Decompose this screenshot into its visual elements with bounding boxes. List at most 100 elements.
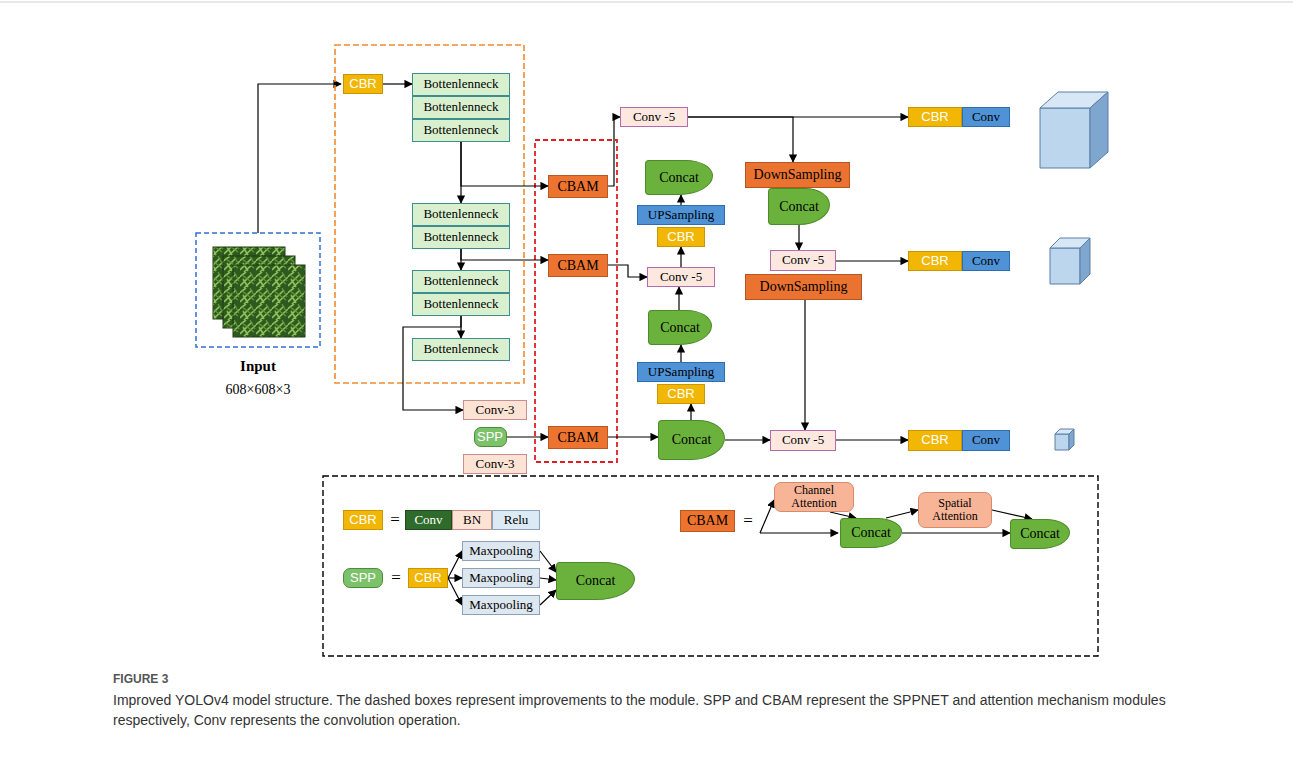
cbr-box: CBR <box>657 227 705 247</box>
attention-box: Spatial Attention <box>918 492 992 528</box>
downsampling-box: DownSampling <box>745 274 862 300</box>
connector-arrow <box>403 316 463 410</box>
node-text: Bottenlenneck <box>423 77 498 91</box>
connector-arrow <box>608 117 620 186</box>
node-text: Conv <box>972 433 1000 447</box>
connector-arrow <box>383 83 412 84</box>
node-text: Bottenlenneck <box>423 207 498 221</box>
key-dashed-box <box>323 476 1098 656</box>
output-cube <box>1055 429 1074 450</box>
node-text: Conv -5 <box>633 110 675 124</box>
node-text: Conv-3 <box>476 457 515 471</box>
node-text: Conv <box>972 254 1000 268</box>
connector-arrow <box>608 436 658 437</box>
connector-arrow <box>507 436 549 437</box>
cbr-box: CBR <box>657 384 705 404</box>
node-text: CBAM <box>687 513 728 528</box>
connector-arrow <box>804 300 805 430</box>
node-text: DownSampling <box>760 279 848 294</box>
node-text: CBAM <box>557 179 598 194</box>
connector-arrow <box>678 287 679 310</box>
figure-caption: Improved YOLOv4 model structure. The das… <box>113 690 1193 730</box>
conv5-box: Conv -5 <box>770 250 836 271</box>
connector-arrow <box>540 551 556 572</box>
connector-arrow <box>461 249 548 260</box>
concat-shape: Concat <box>658 420 725 460</box>
conv3-box: Conv-3 <box>463 400 527 420</box>
concat-shape: Concat <box>648 310 712 345</box>
equals-sign: = <box>743 511 753 531</box>
conv-box: Conv <box>962 430 1010 451</box>
connector-arrow <box>448 551 462 578</box>
connector-arrow <box>608 265 647 277</box>
node-text: Spatial Attention <box>919 497 991 523</box>
bn-box: BN <box>452 510 492 530</box>
node-text: Concat <box>779 199 819 214</box>
concat-shape: Concat <box>645 160 713 195</box>
relu-box: Relu <box>492 510 540 530</box>
cbr-box: CBR <box>343 510 383 530</box>
attention-box: Channel Attention <box>774 482 854 512</box>
backbone-dashed-box <box>335 45 524 383</box>
maxpooling-box: Maxpooling <box>462 541 540 561</box>
key-input-wire <box>760 532 838 533</box>
node-text: Concat <box>576 573 616 588</box>
bottleneck-box: Bottenlenneck <box>412 293 510 316</box>
node-text: Conv -5 <box>782 433 824 447</box>
node-text: Concat <box>672 432 712 447</box>
node-text: CBR <box>667 230 694 244</box>
conv-box: Conv <box>962 251 1010 271</box>
connector-arrow <box>680 247 681 267</box>
conv-box: Conv <box>405 510 452 530</box>
bottleneck-box: Bottenlenneck <box>412 226 510 249</box>
node-text: UPSampling <box>648 365 714 379</box>
node-text: CBR <box>349 513 376 527</box>
equals-sign: = <box>390 510 400 530</box>
bottleneck-box: Bottenlenneck <box>412 96 510 119</box>
conv5-box: Conv -5 <box>770 430 836 451</box>
attention-dashed-box <box>535 140 617 462</box>
cbam-box: CBAM <box>680 510 735 532</box>
node-text: CBR <box>921 254 948 268</box>
connector-arrow <box>836 260 908 261</box>
cbr-box: CBR <box>908 430 962 451</box>
node-text: Relu <box>504 513 529 527</box>
bottleneck-box: Bottenlenneck <box>412 203 510 226</box>
upsampling-box: UPSampling <box>637 205 725 225</box>
input-wire <box>258 84 341 233</box>
node-text: Bottenlenneck <box>423 123 498 137</box>
node-text: Conv -5 <box>660 270 702 284</box>
cbam-box: CBAM <box>548 426 608 449</box>
connector-arrow <box>798 225 799 250</box>
maxpooling-box: Maxpooling <box>462 595 540 615</box>
bottleneck-box: Bottenlenneck <box>412 119 510 142</box>
node-text: Concat <box>851 525 891 540</box>
concat-shape: Concat <box>840 518 902 548</box>
cbr-box: CBR <box>908 251 962 271</box>
connector-arrow <box>448 577 462 578</box>
maxpooling-box: Maxpooling <box>462 568 540 588</box>
connector-arrow <box>540 590 556 605</box>
cbam-box: CBAM <box>548 175 608 198</box>
conv5-box: Conv -5 <box>620 107 688 127</box>
output-cube <box>1040 92 1108 168</box>
connector-arrow <box>448 578 462 605</box>
node-text: BN <box>463 513 481 527</box>
connector-arrow <box>836 439 908 440</box>
downsampling-box: DownSampling <box>745 162 850 188</box>
node-text: Bottenlenneck <box>423 274 498 288</box>
input-size-label: 608×608×3 <box>226 382 291 398</box>
node-text: CBR <box>921 110 948 124</box>
node-text: Concat <box>659 170 699 185</box>
node-text: Maxpooling <box>469 571 533 585</box>
node-text: CBAM <box>557 258 598 273</box>
figure-number: FIGURE 3 <box>113 672 168 686</box>
connector-arrow <box>688 117 793 162</box>
equals-sign: = <box>391 568 401 588</box>
cbam-box: CBAM <box>548 254 608 277</box>
node-text: CBR <box>921 433 948 447</box>
connector-arrow <box>886 510 918 518</box>
input-image <box>213 247 305 337</box>
node-text: Concat <box>1020 526 1060 541</box>
node-text: Bottenlenneck <box>423 100 498 114</box>
